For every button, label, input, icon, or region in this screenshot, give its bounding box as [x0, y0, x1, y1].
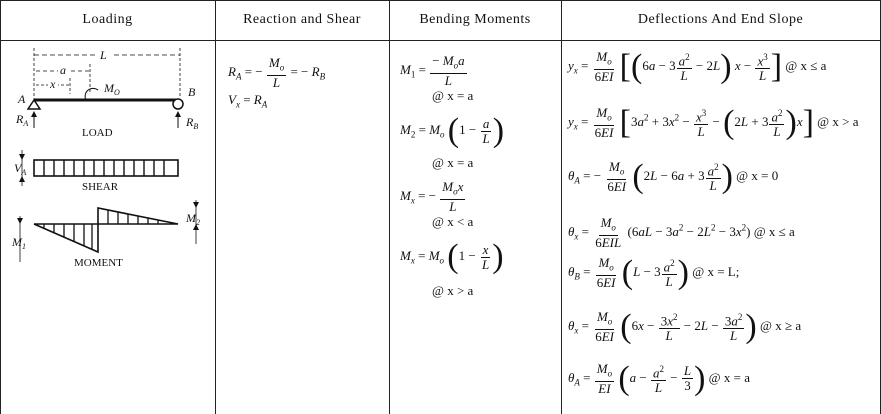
header-reaction-shear: Reaction and Shear: [243, 12, 361, 27]
dim-L-label: L: [99, 48, 107, 62]
slope-thetax2-condition: @ x ≥ a: [760, 317, 802, 333]
slope-thetax1-condition: @ x ≤ a: [753, 223, 795, 239]
reaction-RA-label: RA: [15, 112, 28, 128]
dim-a-label: a: [60, 63, 66, 77]
table-left-border: [0, 0, 1, 414]
header-loading: Loading: [82, 12, 133, 27]
moment-M2-condition: @ x = a: [432, 155, 474, 170]
applied-moment-arrow: [84, 87, 99, 101]
moment-M1-condition: @ x = a: [432, 88, 474, 103]
loading-diagrams: L a x MO A B RA: [11, 48, 200, 269]
header-deflections: Deflections And End Slope: [637, 12, 804, 27]
slope-thetaA2-condition: @ x = a: [708, 369, 750, 385]
shear-diagram: [33, 159, 179, 177]
moment-Mo-label: MO: [103, 81, 120, 97]
shear-label: SHEAR: [82, 181, 119, 193]
moment-Mx2-condition: @ x > a: [432, 283, 474, 298]
moment-label: MOMENT: [74, 257, 123, 269]
load-label: LOAD: [82, 127, 113, 139]
moment-Mx1-condition: @ x < a: [432, 214, 474, 229]
col-divider-2: [389, 0, 390, 414]
shear-Vx-formula: Vx = RA: [228, 92, 268, 110]
table-top-border: [0, 0, 881, 1]
roller-support-icon: [172, 98, 184, 110]
moment-M1-label: M1: [11, 235, 26, 251]
pin-support-icon: [26, 98, 42, 110]
deflection-y2-condition: @ x > a: [817, 113, 859, 129]
moment-diagram: [33, 207, 179, 254]
reaction-RB-label: RB: [185, 115, 198, 131]
slope-thetaB-condition: @ x = L;: [692, 263, 740, 279]
shear-VA-label: VA: [14, 161, 26, 177]
col-divider-1: [215, 0, 216, 414]
header-divider: [0, 40, 881, 41]
dim-x-label: x: [49, 77, 56, 91]
moment-M2-label: M2: [185, 211, 200, 227]
slope-thetaA-condition: @ x = 0: [736, 167, 779, 183]
header-bending-moments: Bending Moments: [419, 12, 531, 27]
col-divider-3: [561, 0, 562, 414]
label-A: A: [17, 92, 26, 106]
deflection-y1-condition: @ x ≤ a: [785, 57, 827, 73]
label-B: B: [188, 85, 196, 99]
